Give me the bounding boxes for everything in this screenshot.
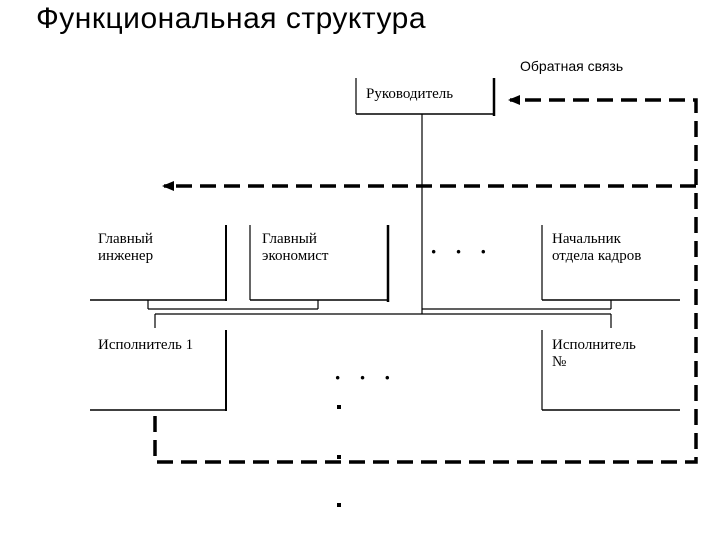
executor-n-box: [541, 330, 680, 411]
executor-bus: [154, 313, 612, 328]
chief-engineer-line-2: инженер: [98, 248, 154, 264]
chief-engineer-label: Главный инженер: [98, 231, 153, 265]
chief-economist-box: [249, 225, 390, 302]
executor-n-line-2: №: [552, 354, 567, 370]
executor-n-line-1: Исполнитель: [552, 337, 636, 353]
chief-economist-line-1: Главный: [262, 231, 317, 247]
chief-economist-line-2: экономист: [262, 248, 329, 264]
vertical-dot-3: [337, 503, 341, 507]
head-label: Руководитель: [366, 86, 454, 102]
feedback-loop: [153, 95, 698, 464]
hr-head-line-1: Начальник: [552, 231, 621, 247]
vertical-dot-1: [337, 405, 341, 409]
ellipsis-level2: · · ·: [430, 239, 494, 264]
feedback-label: Обратная связь: [520, 58, 624, 74]
chief-engineer-box: [90, 225, 227, 301]
executor-n-label: Исполнитель №: [552, 337, 636, 371]
executor-1-label: Исполнитель 1: [98, 337, 194, 353]
head-box: [355, 78, 496, 116]
level2-brackets: [147, 300, 612, 310]
page-title: Функциональная структура: [36, 2, 427, 35]
ellipsis-executors: · · ·: [334, 365, 398, 390]
vertical-dot-2: [337, 455, 341, 459]
chief-economist-label: Главный экономист: [262, 231, 328, 265]
hr-head-line-2: отдела кадров: [552, 248, 642, 264]
hr-head-label: Начальник отдела кадров: [552, 231, 641, 265]
executor-1-box: [90, 330, 227, 411]
chief-engineer-line-1: Главный: [98, 231, 153, 247]
